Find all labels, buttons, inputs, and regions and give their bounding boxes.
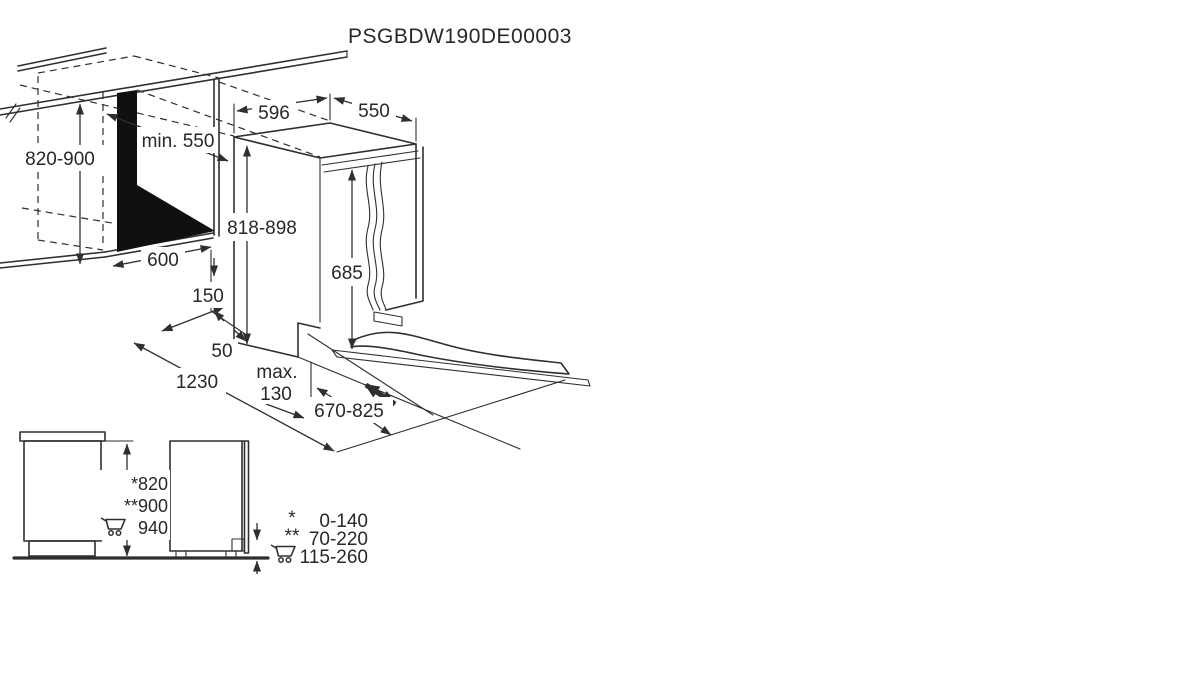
- appliance-width-label: 596: [258, 103, 290, 124]
- label-backgrounds: [12, 98, 396, 540]
- niche-shadow: [117, 90, 215, 252]
- door-height-label: 685: [331, 263, 363, 284]
- gap-label: 50: [211, 341, 232, 362]
- toe-kick-value-label: 130: [260, 384, 292, 405]
- niche-depth-label: min. 550: [142, 131, 215, 152]
- niche-height-label: 820-900: [25, 149, 95, 170]
- side-height-2star-label: **900: [124, 496, 168, 516]
- front-clearance-label: 1230: [176, 372, 218, 393]
- appliance-height-label: 818-898: [227, 218, 297, 239]
- panel-slide-label: 670-825: [314, 401, 384, 422]
- side-height-star-label: *820: [131, 474, 168, 494]
- shopping-cart-icon: [270, 544, 296, 564]
- legend-symbol-2star: **: [285, 526, 300, 547]
- legend-value-cart: 115-260: [300, 547, 368, 568]
- side-height-cart-label: 940: [138, 518, 168, 538]
- drawing-title: PSGBDW190DE00003: [348, 25, 572, 48]
- legend-value-star: 0-140: [319, 511, 368, 532]
- plinth-label: 150: [192, 286, 224, 307]
- appliance-depth-label: 550: [358, 101, 390, 122]
- side-view-dishwasher: [12, 440, 270, 574]
- legend-symbol-star: *: [288, 508, 296, 529]
- labels: PSGBDW190DE00003 820-900 min. 550 600 59…: [25, 25, 572, 568]
- toe-kick-max-label: max.: [256, 362, 297, 383]
- niche-width-label: 600: [147, 250, 179, 271]
- legend-value-2star: 70-220: [309, 529, 368, 550]
